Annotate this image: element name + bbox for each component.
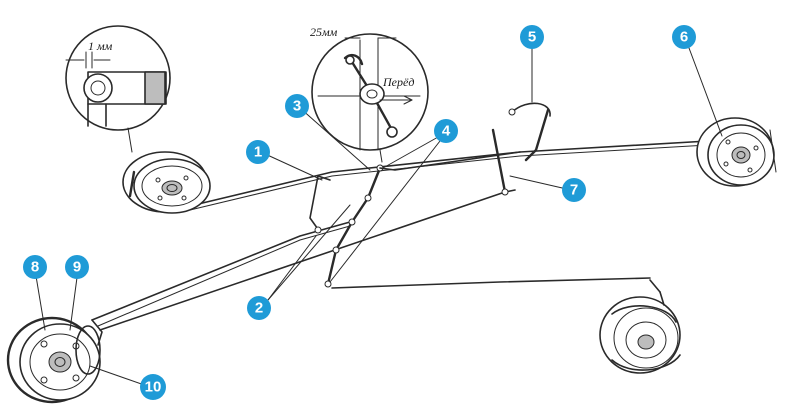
callout-1: 1 bbox=[246, 140, 270, 164]
inset-lever-detail: 25мм Перёд bbox=[310, 25, 429, 163]
direction-label: Перёд bbox=[382, 75, 414, 89]
leader-lines bbox=[34, 39, 723, 388]
callout-label: 10 bbox=[145, 379, 162, 396]
callout-10: 10 bbox=[140, 374, 166, 400]
drum-lower-left bbox=[6, 316, 103, 404]
callout-2: 2 bbox=[247, 296, 271, 320]
callout-3: 3 bbox=[285, 94, 309, 118]
drum-upper-right bbox=[696, 117, 777, 187]
drum-lower-right bbox=[599, 291, 681, 374]
callout-5: 5 bbox=[520, 25, 544, 49]
callout-7: 7 bbox=[562, 178, 586, 202]
callout-9: 9 bbox=[65, 255, 89, 279]
inset-gap-detail: 1 мм bbox=[65, 25, 171, 153]
callout-label: 2 bbox=[255, 300, 263, 317]
callout-label: 1 bbox=[254, 144, 262, 161]
callout-label: 7 bbox=[570, 182, 578, 199]
callout-label: 3 bbox=[293, 98, 301, 115]
callout-label: 6 bbox=[680, 29, 688, 46]
callout-label: 9 bbox=[73, 259, 81, 276]
gap-dimension-label: 1 мм bbox=[88, 39, 113, 53]
callout-6: 6 bbox=[672, 25, 696, 49]
callout-4: 4 bbox=[434, 119, 458, 143]
cable-network bbox=[91, 102, 726, 331]
lever-dimension-label: 25мм bbox=[310, 25, 338, 39]
callout-8: 8 bbox=[23, 255, 47, 279]
callout-label: 4 bbox=[442, 123, 451, 140]
callout-label: 8 bbox=[31, 259, 39, 276]
drum-upper-left bbox=[122, 151, 211, 214]
callout-label: 5 bbox=[528, 29, 536, 46]
